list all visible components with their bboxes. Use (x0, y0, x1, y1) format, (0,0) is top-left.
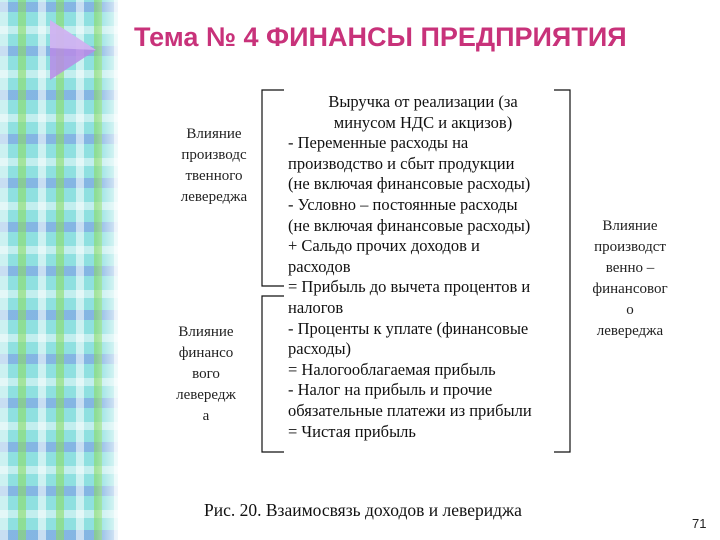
strip-fade (96, 0, 126, 540)
text-line: = Чистая прибыль (288, 421, 416, 441)
label-line: производс (181, 147, 247, 163)
label-line: венно – (605, 260, 655, 276)
label-line: Влияние (186, 126, 242, 142)
text-line: (не включая финансовые расходы) (288, 174, 531, 194)
text-line: + Сальдо прочих доходов и (288, 236, 480, 256)
label-line: о (626, 302, 634, 318)
label-line: производст (594, 239, 666, 255)
profit-formation-text: Выручка от реализации (за минусом НДС и … (288, 92, 558, 442)
label-line: Влияние (602, 218, 658, 234)
label-line: вого (192, 366, 220, 382)
text-line: - Переменные расходы на (288, 133, 469, 153)
label-line: левередж (176, 387, 236, 403)
text-line: налогов (288, 297, 344, 317)
label-line: левереджа (596, 323, 664, 339)
text-line: минусом НДС и акцизов) (333, 112, 513, 132)
text-line: - Условно – постоянные расходы (288, 194, 518, 214)
page-number: 71 (692, 516, 707, 531)
bracket-financial-leverage (261, 295, 284, 453)
text-line: (не включая финансовые расходы) (288, 215, 531, 235)
label-line: финансо (178, 345, 234, 361)
text-line: производство и сбыт продукции (288, 153, 515, 173)
text-line: обязательные платежи из прибыли (288, 400, 532, 420)
label-line: левереджа (180, 189, 248, 205)
label-line: финансовог (592, 281, 668, 297)
text-line: = Прибыль до вычета процентов и (288, 277, 531, 297)
label-combined-leverage: Влияние производст венно – финансовог о … (578, 216, 682, 342)
label-operating-leverage: Влияние производс твенного левереджа (160, 124, 268, 208)
text-line: - Проценты к уплате (финансовые (288, 318, 529, 338)
text-line: = Налогооблагаемая прибыль (288, 359, 496, 379)
label-financial-leverage: Влияние финансо вого левередж а (160, 322, 252, 427)
text-line: расходов (288, 256, 351, 276)
label-line: твенного (185, 168, 243, 184)
text-line: - Налог на прибыль и прочие (288, 380, 493, 400)
label-line: а (202, 408, 210, 424)
label-line: Влияние (178, 324, 234, 340)
triangle-icon (50, 20, 96, 80)
figure-caption: Рис. 20. Взаимосвязь доходов и левериджа (204, 500, 522, 520)
text-line: Выручка от реализации (за (328, 92, 518, 111)
text-line: расходы) (288, 339, 352, 359)
page-title: Тема № 4 ФИНАНСЫ ПРЕДПРИЯТИЯ (134, 22, 627, 52)
